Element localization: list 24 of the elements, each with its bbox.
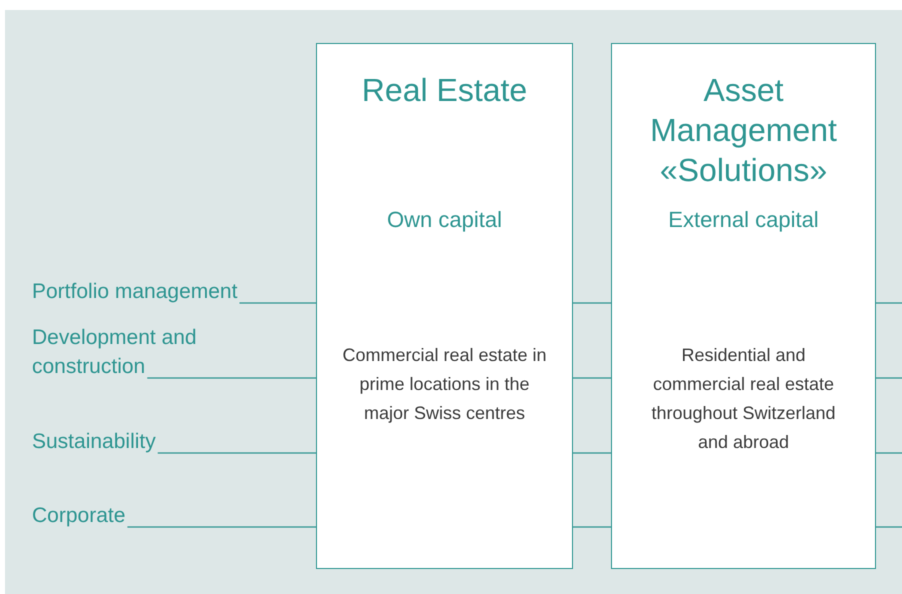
connector-line [573,377,611,379]
connector-line [239,302,316,304]
segment-box [611,43,876,569]
box-subtitle: Own capital [386,207,503,233]
box-description: Commercial real estate in prime locations in the major Swiss centres [341,344,548,425]
function-label: Sustainability [32,427,232,456]
segment-box [316,43,573,569]
connector-line [876,452,902,454]
box-subtitle: External capital [667,207,820,233]
connector-line [876,377,902,379]
connector-line [573,302,611,304]
connector-line [573,526,611,528]
connector-line [876,302,902,304]
box-title: Asset Management «Solutions» [649,71,838,190]
function-label: Corporate [32,501,232,530]
function-label: Development and construction [32,323,227,381]
connector-line [573,452,611,454]
box-description: Residential and commercial real estate throughout Switzerland and abroad [650,344,837,454]
function-label: Portfolio management [32,277,292,306]
box-title: Real Estate [360,71,528,110]
connector-line [158,452,316,454]
connector-line [147,377,316,379]
connector-line [127,526,316,528]
connector-line [876,526,902,528]
